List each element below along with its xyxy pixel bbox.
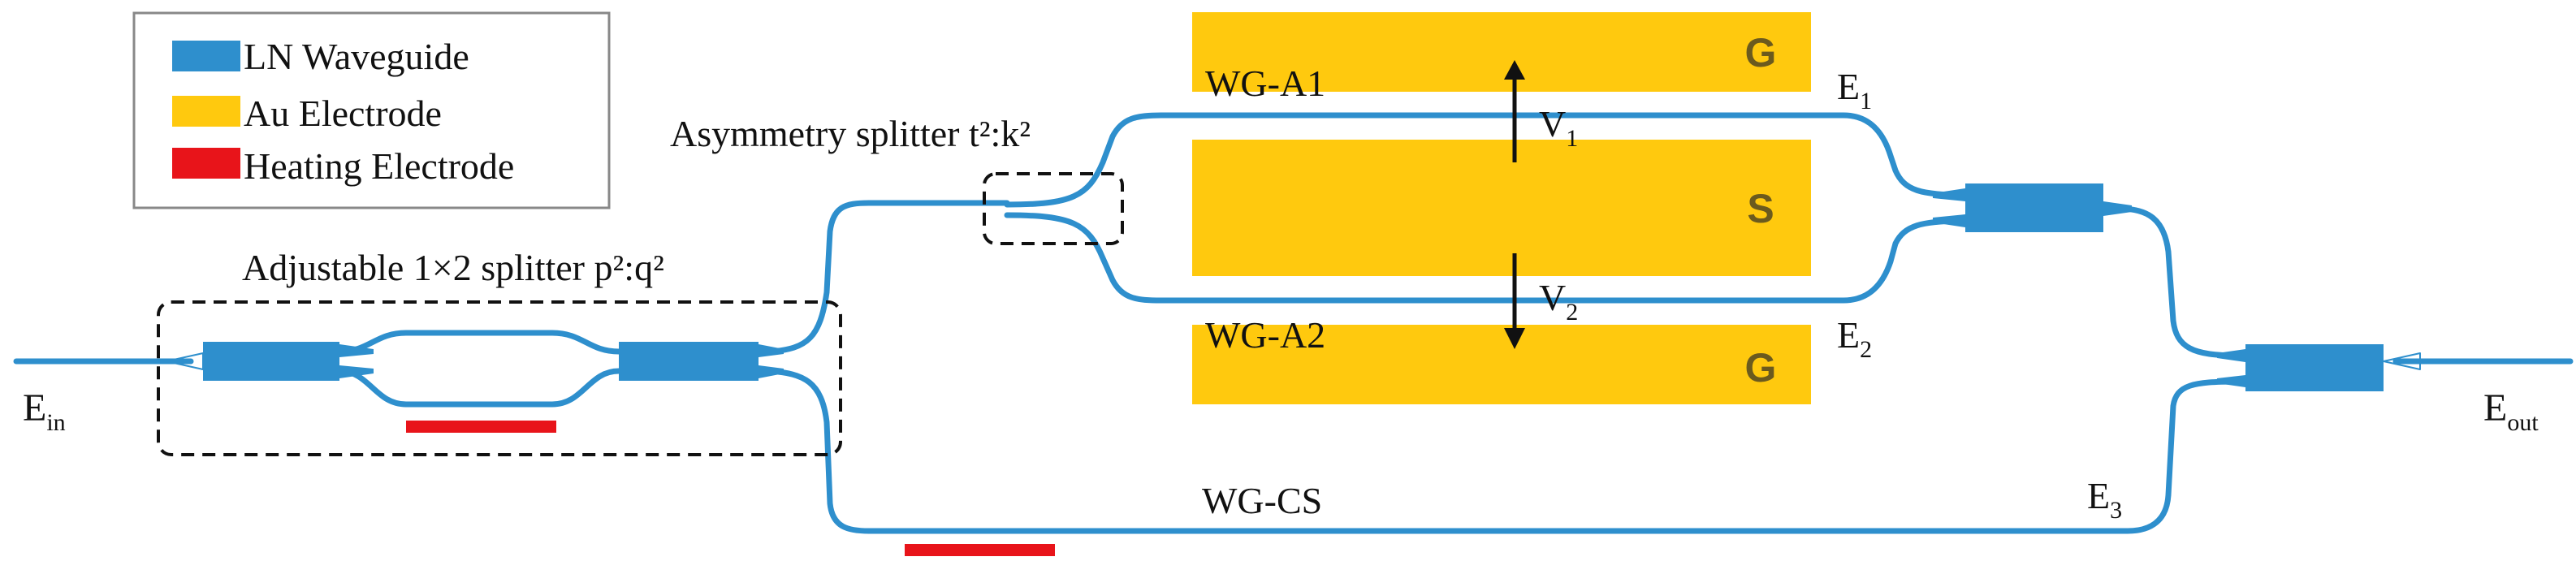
legend-label-waveguide: LN Waveguide xyxy=(244,36,469,77)
waveguide-control-arm xyxy=(767,368,2241,534)
voltage-arrow-v2-head xyxy=(1504,328,1525,349)
waveguide-arm-a1 xyxy=(1004,112,1969,208)
mmi-couplers xyxy=(203,183,2384,391)
mmi-output-taper-in-down xyxy=(2217,375,2245,387)
electrode-ground-top xyxy=(1192,12,1811,92)
field-label-e3: E3 xyxy=(2087,475,2122,524)
voltage-label-v2: V2 xyxy=(1539,277,1578,326)
mmi-splitter-output xyxy=(619,342,759,381)
mmi-output xyxy=(2245,344,2384,391)
field-label-ein: Ein xyxy=(23,386,66,436)
mmi-combiner-taper-out xyxy=(2103,201,2132,216)
legend-swatch-heater xyxy=(172,148,240,179)
voltage-label-v1: V1 xyxy=(1539,103,1578,152)
mmi-splitter-taper-down xyxy=(759,365,784,378)
mmi-combiner-arms xyxy=(1965,183,2103,232)
asymmetry-splitter-box xyxy=(983,172,1124,245)
legend-swatch-electrode xyxy=(172,96,240,127)
waveguide-arm-a2 xyxy=(1004,212,1969,304)
asymmetry-splitter-label: Asymmetry splitter t²:k² xyxy=(670,113,1031,154)
waveguide-label-a1: WG-A1 xyxy=(1205,63,1325,104)
adjustable-splitter-label: Adjustable 1×2 splitter p²:q² xyxy=(242,247,664,288)
legend-swatch-waveguide xyxy=(172,41,240,71)
electrode-ground-bottom xyxy=(1192,325,1811,404)
mmi-splitter-taper-up xyxy=(759,344,784,357)
mmi-combiner-taper-in-down xyxy=(1933,214,1965,227)
voltage-arrow-v1-head xyxy=(1504,60,1525,80)
legend-label-electrode: Au Electrode xyxy=(244,93,442,134)
ln-waveguides xyxy=(13,112,2574,534)
field-label-eout: Eout xyxy=(2483,386,2539,436)
legend-label-heater: Heating Electrode xyxy=(244,145,514,187)
waveguide-combiner-output xyxy=(2100,205,2241,359)
mmi-input-taper-up xyxy=(339,344,374,357)
mmi-input xyxy=(203,342,339,381)
waveguide-splitter-arm-upper xyxy=(336,330,622,355)
heater-splitter xyxy=(406,421,556,433)
mmi-combiner-taper-in-up xyxy=(1933,188,1965,201)
waveguide-splitter-arm-lower xyxy=(336,368,622,408)
waveguide-label-cs: WG-CS xyxy=(1202,480,1322,521)
field-label-e2: E2 xyxy=(1837,314,1872,363)
au-electrodes: G S G xyxy=(1192,12,1811,404)
waveguide-to-asymmetry-splitter xyxy=(767,200,1010,355)
adjustable-splitter-box xyxy=(157,300,842,456)
electrode-label-signal: S xyxy=(1747,186,1774,231)
legend: LN Waveguide Au Electrode Heating Electr… xyxy=(132,11,611,209)
waveguide-label-a2: WG-A2 xyxy=(1205,314,1325,356)
mmi-output-taper-in-up xyxy=(2217,349,2245,362)
field-label-e1: E1 xyxy=(1837,66,1872,114)
heater-control-arm xyxy=(905,544,1055,556)
electrode-label-bottom: G xyxy=(1745,345,1777,391)
mmi-input-taper-down xyxy=(339,365,374,378)
electrode-signal xyxy=(1192,140,1811,276)
electrode-label-top: G xyxy=(1745,30,1777,76)
voltage-arrow-v1 xyxy=(1504,60,1525,162)
voltage-arrow-v2 xyxy=(1504,253,1525,349)
